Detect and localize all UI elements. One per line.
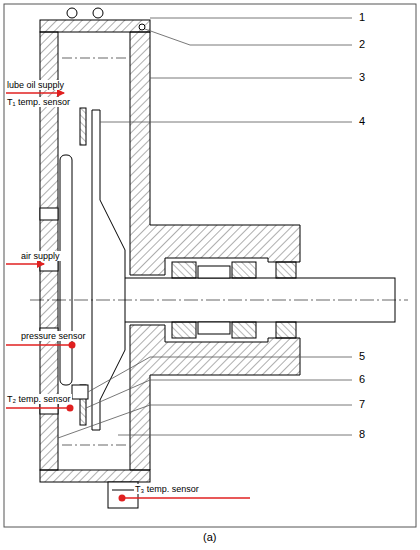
figure-caption: (a) xyxy=(203,531,216,544)
callout-number: 4 xyxy=(358,115,366,128)
top-cap xyxy=(40,20,150,32)
bolt xyxy=(93,8,103,18)
centre-line xyxy=(30,300,408,301)
centre-line xyxy=(62,445,128,446)
bolt xyxy=(67,8,77,18)
callout-number: 2 xyxy=(358,38,366,51)
bearing xyxy=(172,322,196,338)
callout-number: 7 xyxy=(358,398,366,411)
seal-ring xyxy=(139,24,145,30)
bottom-plate xyxy=(40,470,150,482)
stator-plate xyxy=(80,108,86,145)
pipe-edge xyxy=(112,490,134,491)
callout-number: 6 xyxy=(358,373,366,386)
impeller-disk xyxy=(92,110,125,430)
spacer xyxy=(198,322,230,334)
shaft-seal xyxy=(276,322,296,338)
shaft-seal xyxy=(276,262,296,278)
bearing xyxy=(172,262,196,278)
sensor-label: pressure sensor xyxy=(20,331,87,341)
frame xyxy=(4,4,416,527)
sensor-lines xyxy=(6,93,250,498)
inner-wall xyxy=(60,155,72,385)
sensor-label: T₁ temp. sensor xyxy=(6,97,71,107)
bearing xyxy=(232,262,256,278)
leader-lines xyxy=(58,18,352,438)
centre-line xyxy=(62,58,128,59)
callout-number: 8 xyxy=(358,428,366,441)
spacer xyxy=(198,266,230,278)
sensor-dots xyxy=(67,342,126,502)
callout-number: 5 xyxy=(358,350,366,363)
port xyxy=(40,208,58,220)
sensor-label: air supply xyxy=(20,251,61,261)
housing xyxy=(130,325,300,470)
sensor-label: T₃ temp. sensor xyxy=(134,484,200,494)
sensor-label: lube oil supply xyxy=(6,80,65,90)
callout-number: 3 xyxy=(358,71,366,84)
bearing xyxy=(232,322,256,338)
callout-number: 1 xyxy=(358,11,366,24)
sensor-label: T₂ temp. sensor xyxy=(6,394,72,404)
lip xyxy=(72,385,88,399)
housing xyxy=(130,32,300,275)
